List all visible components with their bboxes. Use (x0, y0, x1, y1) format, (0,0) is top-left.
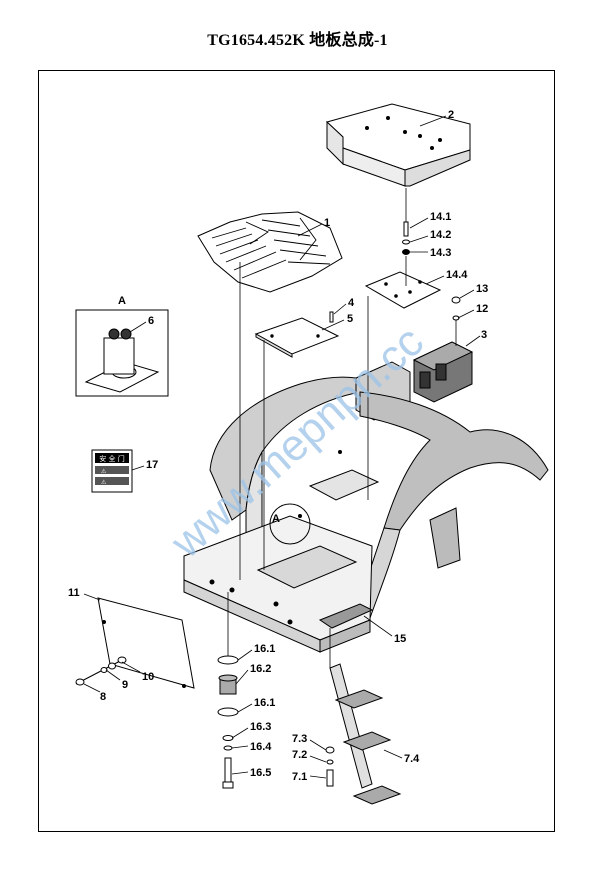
decal-17-line2: ⚠ (101, 468, 107, 475)
callout-2: 2 (448, 109, 454, 121)
part-15-chassis-fender (183, 361, 549, 653)
callout-labels: 1 2 3 4 5 6 8 9 10 11 12 13 14.1 14.2 14… (68, 109, 488, 783)
callout-14-3: 14.3 (430, 247, 451, 259)
callout-3: 3 (481, 329, 487, 341)
decal-17-line1: 安 全 门 (99, 454, 124, 463)
part-3-control-box (412, 341, 474, 403)
callout-16-3: 16.3 (250, 721, 271, 733)
callout-13: 13 (476, 283, 488, 295)
callout-16-1-lower: 16.1 (254, 697, 275, 709)
drawing-title: TG1654.452K 地板总成-1 (207, 32, 388, 49)
part-8-9-10-fasteners (75, 656, 127, 686)
callout-16-1-upper: 16.1 (254, 643, 275, 655)
callout-15: 15 (394, 633, 406, 645)
callout-9: 9 (122, 679, 128, 691)
callout-14-1: 14.1 (430, 211, 451, 223)
callout-6: 6 (148, 315, 154, 327)
callout-7-4: 7.4 (404, 753, 420, 765)
part-14-4-mount-plate (364, 271, 442, 309)
callout-7-3: 7.3 (292, 733, 307, 745)
part-7-step-assembly (325, 663, 402, 805)
detail-a-heading: A (118, 295, 126, 307)
detail-a-section-mark: A (272, 513, 280, 525)
callout-16-5: 16.5 (250, 767, 271, 779)
part-5-access-plate (254, 317, 340, 358)
part-1-floor-mat (197, 211, 343, 293)
callout-leader-lines (83, 115, 481, 779)
decal-17-line3: ⚠ (101, 479, 107, 486)
detail-a-marker (269, 503, 311, 545)
part-11-side-plate (97, 597, 195, 689)
callout-7-2: 7.2 (292, 749, 307, 761)
callout-1: 1 (324, 217, 330, 229)
callout-4: 4 (348, 297, 355, 309)
callout-12: 12 (476, 303, 488, 315)
callout-17: 17 (146, 459, 158, 471)
callout-11: 11 (68, 587, 80, 599)
callout-7-1: 7.1 (292, 771, 307, 783)
callout-16-4: 16.4 (250, 741, 272, 753)
detail-view-a (75, 309, 169, 397)
assembly-axis-lines (227, 188, 457, 668)
drawing-frame (38, 70, 555, 832)
callout-14-2: 14.2 (430, 229, 451, 241)
part-16-isolator-stack (217, 655, 239, 789)
callout-8: 8 (100, 691, 106, 703)
decal-17: 安 全 门 ⚠ ⚠ (91, 449, 133, 493)
callout-10: 10 (142, 671, 154, 683)
callout-5: 5 (347, 313, 353, 325)
callout-14-4: 14.4 (446, 269, 468, 281)
callout-16-2: 16.2 (250, 663, 271, 675)
